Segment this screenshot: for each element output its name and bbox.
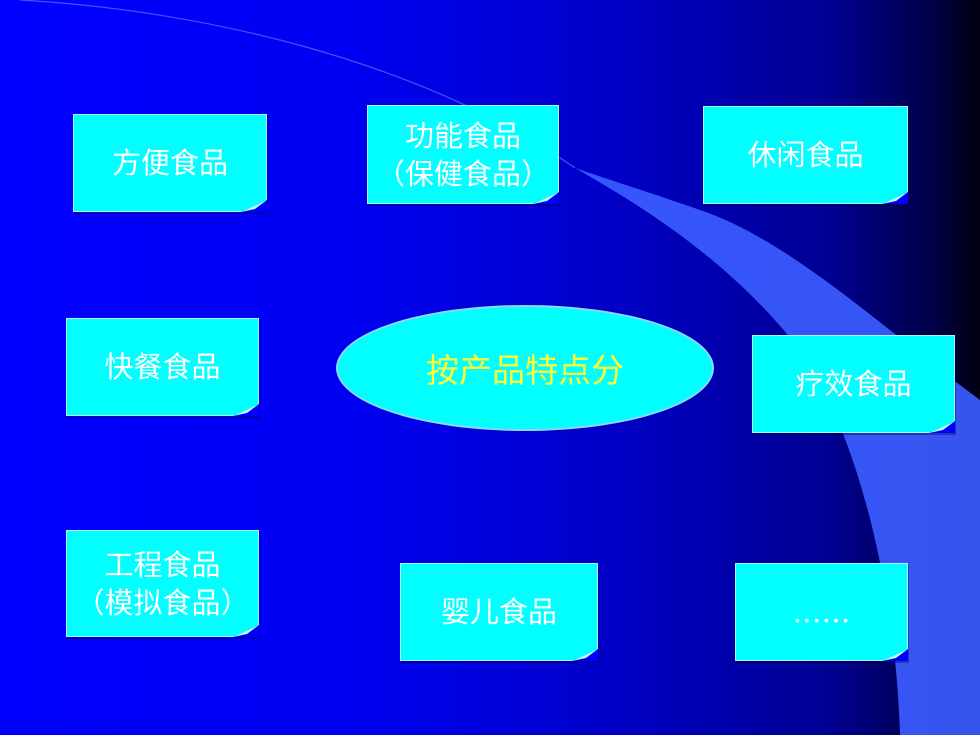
box-label: 工程食品 — [104, 547, 221, 582]
page-curl-icon — [233, 625, 259, 637]
box-sublabel: （保健食品） — [375, 156, 550, 191]
page-curl-icon — [929, 421, 955, 433]
page-curl-icon — [241, 200, 267, 212]
box-label: 方便食品 — [111, 146, 228, 180]
category-box-leisure: 休闲食品 — [703, 106, 908, 204]
box-label: 功能食品 — [404, 118, 521, 153]
box-label: 疗效食品 — [795, 367, 912, 401]
center-label: 按产品特点分 — [426, 351, 624, 390]
category-box-fastfood: 快餐食品 — [66, 318, 259, 416]
category-box-convenience: 方便食品 — [73, 114, 267, 212]
box-label: 婴儿食品 — [440, 595, 557, 629]
page-curl-icon — [572, 649, 598, 661]
category-box-engineered: 工程食品 （模拟食品） — [66, 530, 259, 637]
category-box-therapeutic: 疗效食品 — [752, 335, 955, 433]
box-label: 休闲食品 — [747, 138, 864, 172]
page-curl-icon — [882, 192, 908, 204]
box-label: 快餐食品 — [104, 350, 221, 384]
box-sublabel: （模拟食品） — [75, 585, 250, 620]
category-box-more: …… — [735, 563, 908, 661]
box-label: …… — [792, 595, 851, 629]
center-ellipse: 按产品特点分 — [336, 305, 714, 431]
page-curl-icon — [233, 404, 259, 416]
page-curl-icon — [882, 649, 908, 661]
category-box-infant: 婴儿食品 — [400, 563, 598, 661]
category-box-functional: 功能食品 （保健食品） — [367, 105, 559, 204]
page-curl-icon — [533, 192, 559, 204]
